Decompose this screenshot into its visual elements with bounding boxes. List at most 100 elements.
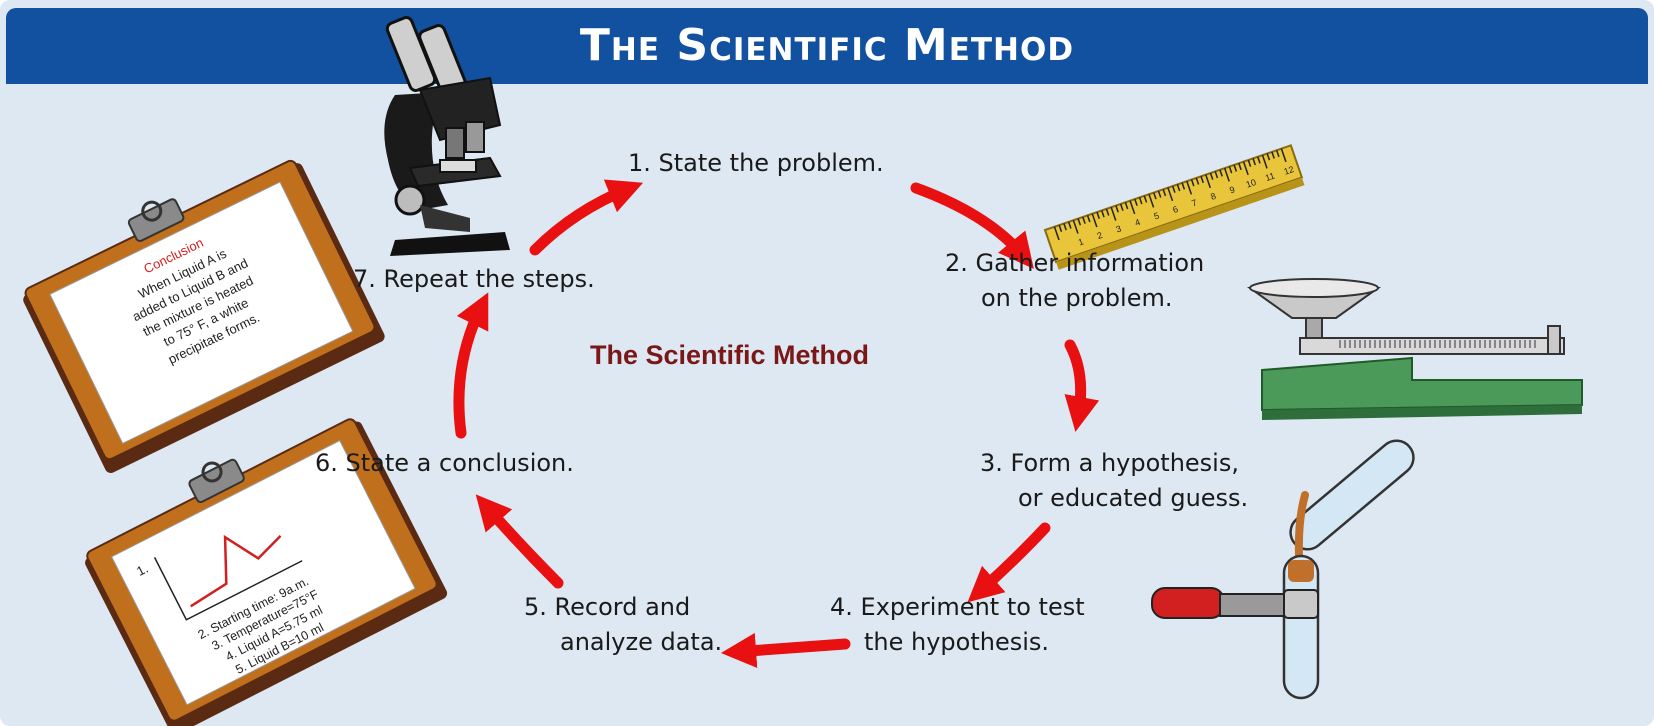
ruler-number: 12 (1283, 164, 1296, 177)
ruler-tick (1134, 198, 1138, 206)
center-title: The Scientific Method (590, 340, 870, 370)
ruler-tick (1205, 174, 1212, 189)
ruler-tick (1242, 161, 1249, 176)
step-6-label: 6. State a conclusion. (315, 446, 574, 481)
ruler-tick (1162, 189, 1167, 197)
ruler-tick (1101, 210, 1105, 218)
step-5-line-1: 5. Record and (524, 593, 691, 621)
ruler-tick (1190, 179, 1195, 187)
ruler-number: 4 (1134, 217, 1142, 228)
ruler-number: 9 (1228, 184, 1236, 195)
step-4-line-1: 4. Experiment to test (830, 593, 1085, 621)
step-2-label: 2. Gather information on the problem. (945, 246, 1204, 316)
ruler-tick (1266, 153, 1271, 161)
ruler-tick (1261, 154, 1268, 169)
step-4-line-2: the hypothesis. (864, 628, 1050, 656)
step-6-line-1: 6. State a conclusion. (315, 449, 574, 477)
ruler-tick (1195, 177, 1200, 185)
ruler-tick (1171, 185, 1176, 193)
ruler-tick (1176, 184, 1181, 192)
ruler-tick (1167, 187, 1174, 202)
ruler-tick (1124, 202, 1129, 210)
ruler-tick (1280, 148, 1287, 163)
ruler-tick (1228, 166, 1233, 174)
test-tube-illustration (1151, 439, 1415, 700)
step-1-label: 1. State the problem. (628, 146, 884, 181)
ruler-tick (1157, 190, 1162, 198)
ruler-tick (1138, 197, 1143, 205)
step-3-label: 3. Form a hypothesis, or educated guess. (980, 446, 1248, 516)
arrow-1-to-2 (910, 182, 1034, 269)
step-3-line-1: 3. Form a hypothesis, (980, 449, 1239, 477)
data-clipboard-illustration: 1. 2. Starting time: 9a.m. 3. Temperatur… (85, 418, 448, 726)
ruler-tick (1257, 156, 1261, 164)
ruler-tick (1219, 169, 1223, 177)
ruler-tick (1077, 218, 1082, 226)
data-graph-axes (153, 557, 303, 621)
ruler-number: 5 (1152, 210, 1160, 221)
arrow-3-to-4 (967, 522, 1051, 603)
step-7-label: 7. Repeat the steps. (353, 262, 595, 297)
ruler-tick (1115, 205, 1119, 213)
ruler-tick (1105, 208, 1110, 216)
ruler-tick (1252, 158, 1257, 166)
cycle-arrows (453, 179, 1100, 669)
step-2-line-1: 2. Gather information (945, 249, 1205, 277)
ruler-tick (1233, 164, 1238, 172)
title-banner: The Scientific Method (6, 8, 1648, 84)
ruler-tick (1247, 159, 1252, 167)
ruler-tick (1275, 149, 1280, 158)
balance-illustration (1246, 278, 1583, 420)
ruler-tick (1209, 172, 1214, 180)
ruler-number: 11 (1264, 171, 1276, 183)
ruler-tick (1129, 200, 1136, 215)
ruler-tick (1082, 216, 1086, 224)
ruler-tick (1110, 206, 1117, 221)
ruler-tick (1086, 215, 1091, 223)
step-7-line-1: 7. Repeat the steps. (353, 265, 595, 293)
step-5-label: 5. Record and analyze data. (524, 590, 722, 660)
ruler-tick (1186, 180, 1193, 195)
ruler-tick (1200, 176, 1204, 184)
ruler-tick (1153, 192, 1157, 200)
arrow-4-to-5 (720, 632, 851, 669)
ruler-number: 3 (1115, 223, 1123, 234)
step-3-line-2: or educated guess. (1018, 484, 1249, 512)
ruler-tick (1067, 221, 1072, 229)
ruler-tick (1238, 163, 1242, 171)
ruler-tick (1271, 151, 1275, 159)
ruler-tick (1063, 223, 1067, 231)
ruler-tick (1053, 226, 1060, 241)
arrow-2-to-3 (1064, 339, 1100, 432)
step-1-line-1: 1. State the problem. (628, 149, 884, 177)
ruler-tick (1058, 224, 1063, 232)
arrow-5-to-6 (475, 494, 564, 589)
ruler-number: 1 (1077, 236, 1085, 247)
ruler-number: 7 (1190, 197, 1198, 208)
arrow-6-to-7 (453, 292, 489, 439)
ruler-tick (1143, 195, 1148, 203)
ruler-tick (1091, 213, 1098, 228)
conclusion-clipboard-illustration: Conclusion When Liquid A is added to Liq… (23, 159, 385, 473)
arrow-7-to-1 (529, 179, 644, 256)
ruler-number: 2 (1096, 230, 1104, 241)
ruler-tick (1181, 182, 1186, 190)
ruler-number: 6 (1171, 204, 1179, 215)
step-2-line-2: on the problem. (981, 284, 1173, 312)
data-graph-line (190, 534, 282, 608)
ruler-tick (1096, 211, 1100, 219)
ruler-tick (1223, 167, 1230, 182)
microscope-illustration (384, 16, 510, 256)
step-4-label: 4. Experiment to test the hypothesis. (830, 590, 1085, 660)
ruler-tick (1148, 193, 1155, 208)
ruler-number: 8 (1209, 191, 1217, 202)
banner-title: The Scientific Method (579, 20, 1075, 71)
ruler-tick (1119, 203, 1124, 211)
step-5-line-2: analyze data. (560, 628, 723, 656)
ruler-tick (1214, 171, 1219, 179)
ruler-number: 10 (1245, 177, 1258, 190)
